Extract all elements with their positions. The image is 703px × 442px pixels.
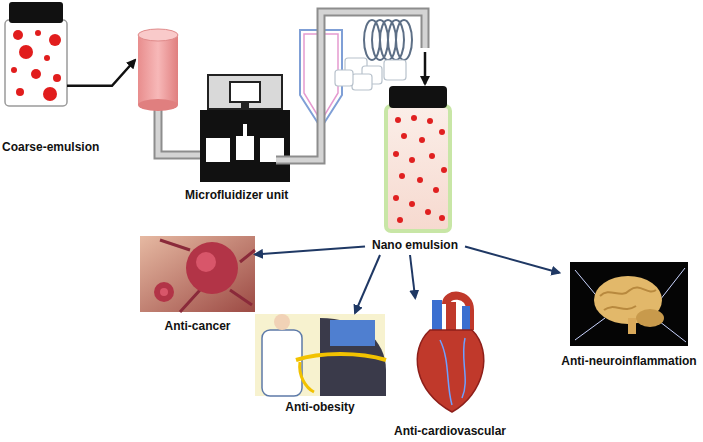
caption: Anti-neuroinflammation (561, 354, 696, 368)
pipe-core (307, 12, 425, 160)
arrow-line (355, 255, 380, 313)
illustration-node: Anti-cardiovascular (392, 298, 508, 438)
flow-arrow (424, 52, 427, 84)
arrow-line (255, 247, 365, 255)
arrow-line (465, 247, 559, 273)
coarse-vial (5, 2, 67, 106)
illustration-node: Coarse-emulsion (5, 0, 67, 106)
connector-arrow (255, 247, 365, 255)
caption: Coarse-emulsion (2, 140, 99, 154)
caption: Anti-obesity (285, 400, 354, 414)
caption: Microfluidizer unit (185, 188, 288, 202)
illustration-node: Nano emulsion (365, 85, 465, 255)
heart-picture (417, 296, 484, 412)
connector-arrow (67, 60, 135, 86)
illustration-node: Anti-neuroinflammation (559, 262, 698, 370)
ice-cubes (335, 58, 406, 90)
brain-picture (570, 262, 688, 346)
connector-arrow (410, 255, 415, 298)
caption: Anti-cardiovascular (394, 424, 506, 438)
microfluidizer-device (200, 75, 307, 182)
arrow-line (67, 60, 135, 86)
illustration-node: Anti-cancer (140, 235, 255, 332)
cancer-cell-picture (140, 236, 255, 312)
pipe-outline (307, 12, 425, 160)
caption: Nano emulsion (372, 238, 458, 252)
obesity-picture (255, 314, 386, 396)
arrow-line (410, 255, 415, 298)
nano-vial (386, 86, 450, 231)
connector-arrow (355, 255, 380, 313)
illustration-node: Anti-obesity (250, 313, 390, 415)
illustration-node: Microfluidizer unit (135, 28, 307, 206)
connector-arrow (307, 12, 425, 160)
cooling-coil (364, 20, 412, 60)
caption: Anti-cancer (164, 319, 230, 333)
connector-arrow (465, 247, 559, 273)
